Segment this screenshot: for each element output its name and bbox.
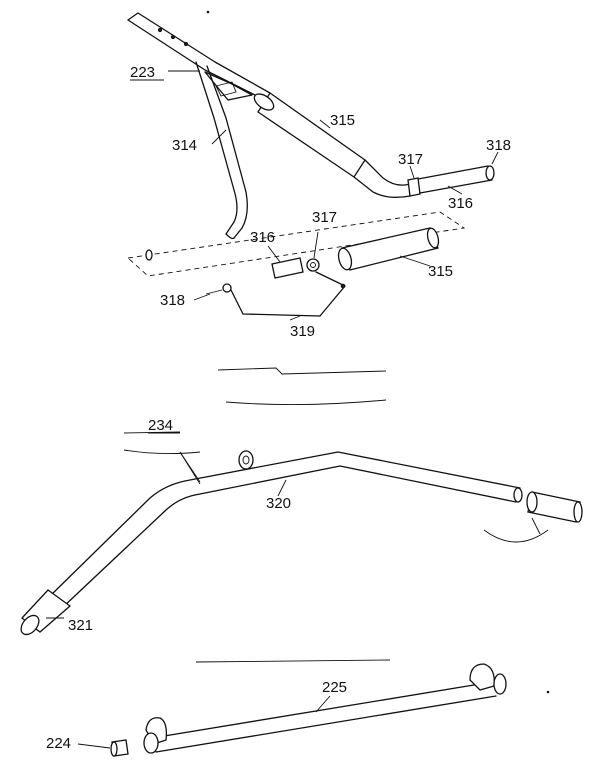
callout-223: 223 (130, 64, 155, 81)
callout-318-top: 318 (486, 137, 511, 154)
callout-316-top: 316 (448, 195, 473, 212)
callout-319: 319 (290, 323, 315, 340)
handle-assembly-223 (127, 12, 495, 240)
callout-317-mid: 317 (312, 209, 337, 226)
callout-315-mid: 315 (428, 263, 453, 280)
exploded-parts (205, 227, 440, 317)
bar-225 (77, 663, 507, 757)
callout-314: 314 (172, 137, 197, 154)
callout-234: 234 (148, 417, 173, 434)
callout-318-mid: 318 (160, 292, 185, 309)
callout-labels: 223 314 315 317 318 316 316 317 315 318 … (46, 64, 511, 752)
handle-234 (20, 450, 583, 636)
callout-316-mid: 316 (250, 229, 275, 246)
grip-right-detached (526, 491, 583, 523)
callout-321: 321 (68, 617, 93, 634)
callout-225: 225 (322, 679, 347, 696)
leader-lines (46, 70, 499, 713)
callout-315-top: 315 (330, 112, 355, 129)
grip-315-installed (253, 92, 366, 178)
callout-224: 224 (46, 735, 71, 752)
alignment-guide (126, 211, 466, 277)
end-cap-224 (110, 739, 129, 757)
callout-320: 320 (266, 495, 291, 512)
grip-321 (20, 589, 72, 636)
callout-317-top: 317 (398, 151, 423, 168)
